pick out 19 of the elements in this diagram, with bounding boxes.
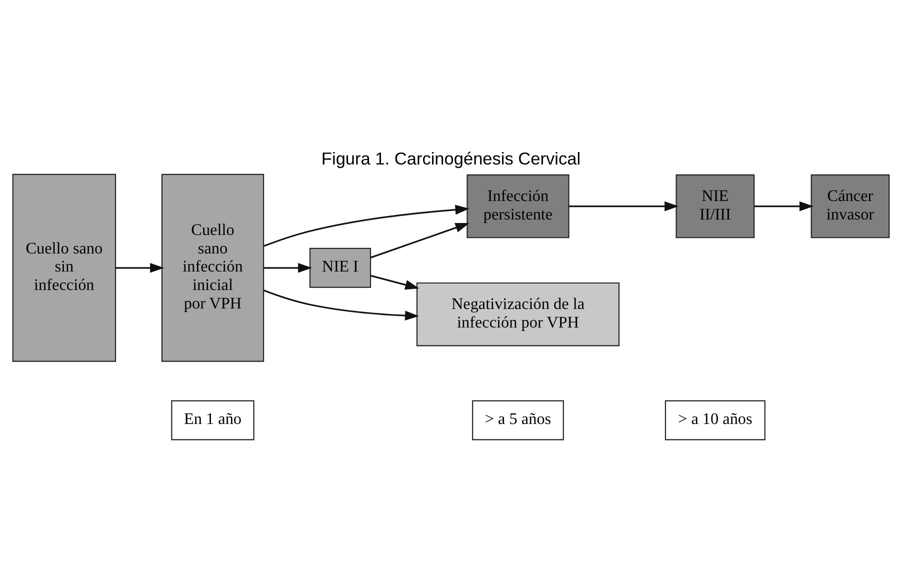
arrow: [754, 200, 814, 211]
node-box: NIE I: [309, 247, 372, 288]
arrow: [264, 289, 420, 320]
node-box: Negativización de la infección por VPH: [416, 282, 620, 346]
node-box: Cáncer invasor: [810, 174, 890, 238]
node-box: En 1 año: [171, 400, 254, 440]
node-box: Cuello sano sin infección: [12, 173, 116, 362]
node-box: > a 5 años: [472, 400, 564, 440]
arrow: [264, 204, 470, 246]
node-box: NIE II/III: [676, 174, 755, 238]
node-box: > a 10 años: [664, 400, 766, 440]
arrow: [568, 200, 679, 211]
arrow: [116, 262, 164, 272]
arrow: [370, 274, 420, 290]
node-box: Infección persistente: [466, 174, 570, 238]
arrow: [264, 262, 312, 272]
diagram-title: Figura 1. Carcinogénesis Cervical: [321, 148, 581, 168]
arrow: [370, 222, 470, 258]
node-box: Cuello sano infección inicial por VPH: [161, 173, 264, 362]
